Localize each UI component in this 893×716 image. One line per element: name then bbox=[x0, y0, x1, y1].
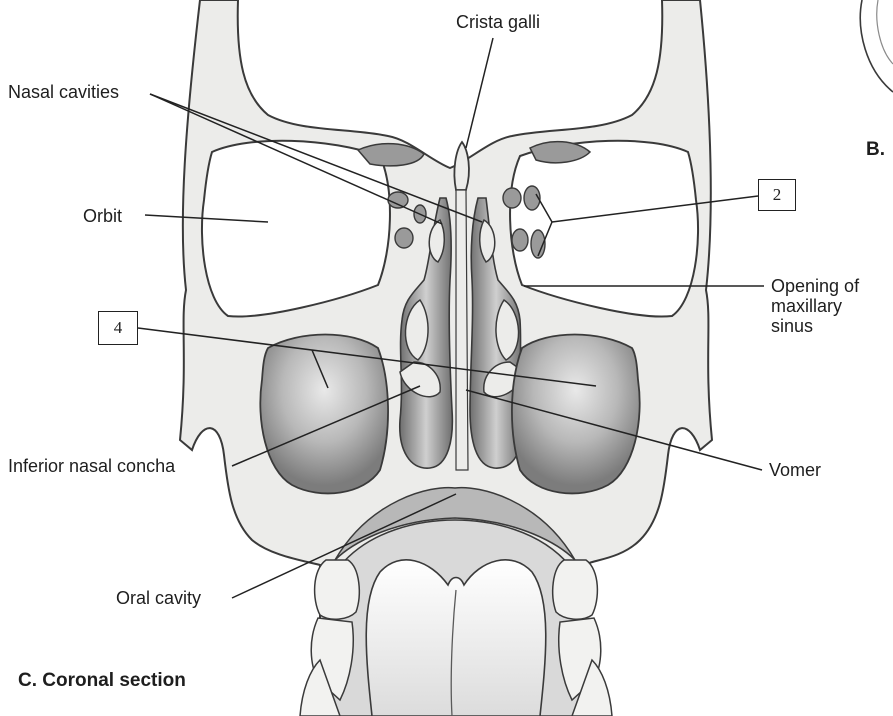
label-nasal-cavities: Nasal cavities bbox=[8, 82, 119, 102]
right-orbit bbox=[510, 141, 698, 317]
adjacent-panel-letter: B. bbox=[866, 140, 885, 160]
label-vomer: Vomer bbox=[769, 460, 821, 480]
label-oral-cavity: Oral cavity bbox=[116, 588, 201, 608]
leader-crista-galli bbox=[466, 38, 493, 148]
left-maxillary-sinus bbox=[260, 335, 388, 494]
crista-galli-bone bbox=[454, 142, 469, 190]
tongue bbox=[366, 560, 546, 716]
label-opening-line1: Opening of bbox=[771, 276, 859, 296]
adjacent-panel-outline-inner bbox=[877, 0, 893, 64]
answer-box-4: 4 bbox=[98, 311, 138, 345]
nasal-septum bbox=[456, 190, 468, 470]
left-orbit bbox=[202, 141, 390, 317]
label-opening-line2: maxillary bbox=[771, 296, 842, 316]
right-maxillary-sinus bbox=[512, 335, 640, 494]
label-orbit: Orbit bbox=[83, 206, 122, 226]
label-crista-galli: Crista galli bbox=[456, 12, 540, 32]
answer-box-2: 2 bbox=[758, 179, 796, 211]
label-inferior-nasal-concha: Inferior nasal concha bbox=[8, 456, 175, 476]
label-opening-line3: sinus bbox=[771, 316, 813, 336]
panel-caption: C. Coronal section bbox=[18, 671, 186, 691]
